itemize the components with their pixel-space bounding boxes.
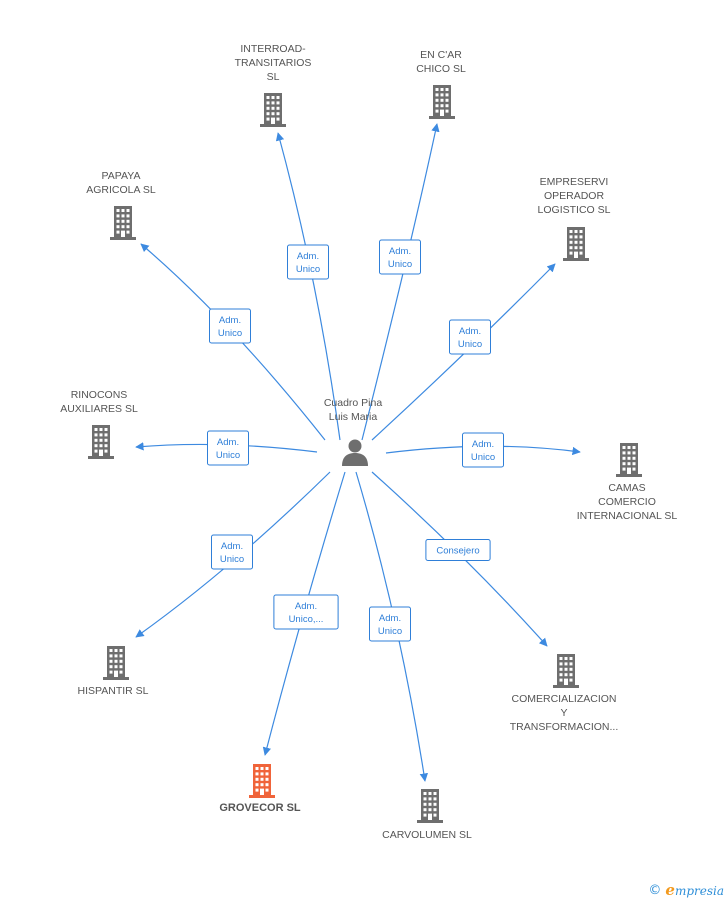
company-node-hispantir[interactable]: HISPANTIR SL [78,646,149,697]
building-icon[interactable] [417,789,443,823]
building-icon[interactable] [429,85,455,119]
building-icon[interactable] [616,443,642,477]
building-icon[interactable] [563,227,589,261]
role-label: Adm.Unico [296,251,320,275]
role-badge-encar[interactable]: Adm.Unico [379,239,421,275]
role-badge-empreservi[interactable]: Adm.Unico [449,319,491,355]
footer-brand[interactable]: © empresia [648,881,724,899]
role-badge-rinocons[interactable]: Adm.Unico [207,430,249,466]
role-label: Adm.Unico [216,437,240,461]
role-label: Adm.Unico,... [289,601,324,625]
role-label: Adm.Unico [378,613,402,637]
role-badge-interroad[interactable]: Adm.Unico [287,244,329,280]
person-icon[interactable] [342,439,368,467]
building-icon[interactable] [260,93,286,127]
company-label-carvolumen: CARVOLUMEN SL [382,829,472,841]
building-icon[interactable] [249,764,275,798]
edge-interroad [275,132,341,441]
building-icon[interactable] [103,646,129,680]
role-badge-carvolumen[interactable]: Adm.Unico [369,606,411,642]
role-label: Adm.Unico [388,246,412,270]
company-label-grovecor: GROVECOR SL [219,802,301,814]
role-label: Adm.Unico [458,326,482,350]
building-icon[interactable] [110,206,136,240]
copyright-icon: © [648,882,662,898]
company-node-grovecor[interactable]: GROVECOR SL [219,764,301,814]
edges-layer [135,123,581,782]
role-badge-papaya[interactable]: Adm.Unico [209,308,251,344]
company-label-hispantir: HISPANTIR SL [78,685,149,697]
building-icon[interactable] [553,654,579,688]
role-label: Adm.Unico [220,541,244,565]
role-label: Adm.Unico [218,315,242,339]
role-badge-comercializacion[interactable]: Consejero [425,539,491,561]
role-badge-grovecor[interactable]: Adm.Unico,... [273,594,339,630]
company-node-carvolumen[interactable]: CARVOLUMEN SL [382,789,472,841]
role-label: Adm.Unico [471,439,495,463]
role-badge-camas[interactable]: Adm.Unico [462,432,504,468]
role-label: Consejero [436,546,479,557]
edge-encar [361,123,440,441]
building-icon[interactable] [88,425,114,459]
brand-logo[interactable]: empresia [665,881,724,899]
role-badge-hispantir[interactable]: Adm.Unico [211,534,253,570]
